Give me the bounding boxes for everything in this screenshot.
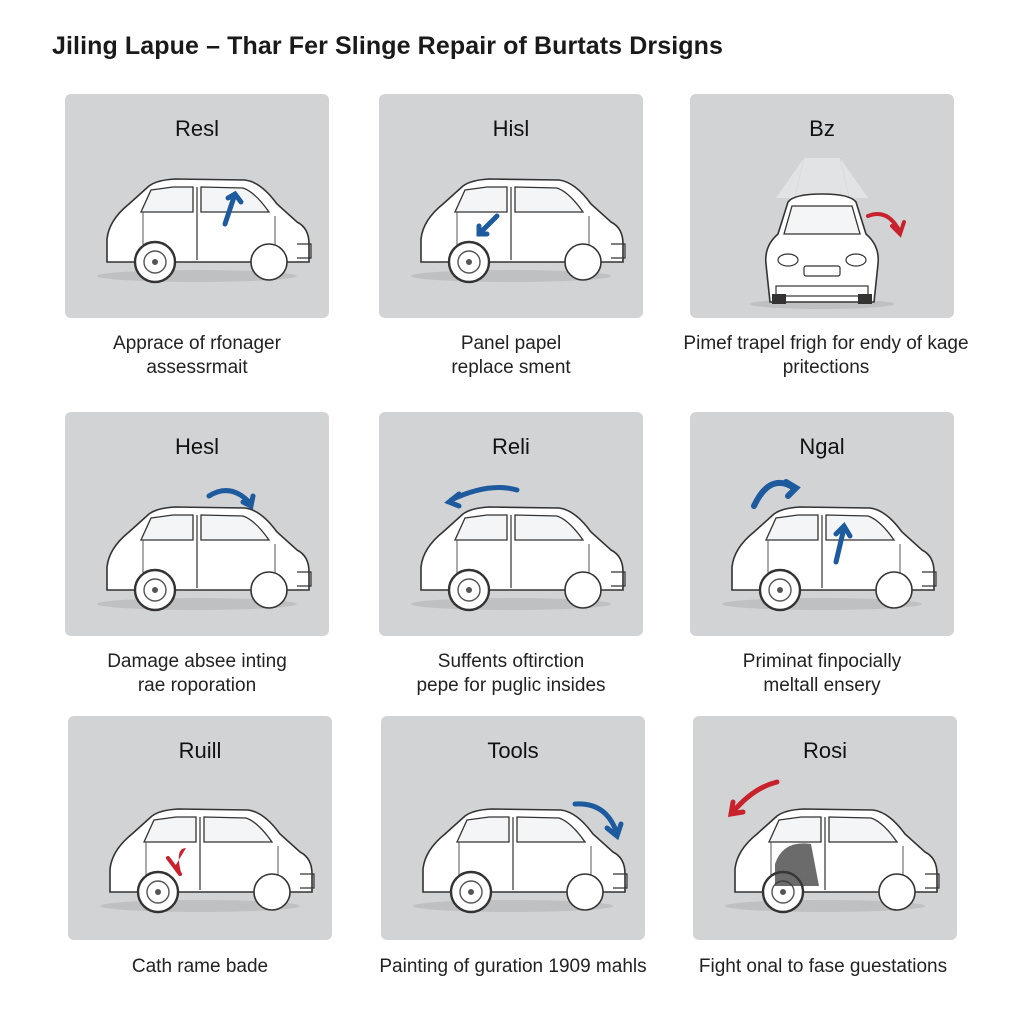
step-card-7: Ruill	[68, 716, 332, 940]
hatchback-side-car-icon	[95, 488, 313, 612]
hatchback-side-car-icon	[411, 801, 629, 914]
step-card-8: Tools	[381, 716, 645, 940]
hatchback-side-car-icon	[409, 485, 627, 612]
front-view-car-icon	[749, 157, 906, 310]
hatchback-side-car-icon	[720, 479, 938, 612]
step-card-label: Ngal	[799, 434, 845, 459]
step-card-label: Resl	[174, 116, 219, 141]
page-title: Jiling Lapue – Thar Fer Slinge Repair of…	[52, 32, 724, 60]
step-card-label: Hisl	[492, 116, 530, 141]
step-caption: Cath rame bade	[131, 956, 269, 977]
step-card-9: Rosi	[693, 716, 957, 940]
step-card-2: Hisl	[379, 94, 643, 318]
step-card-label: Bz	[809, 116, 835, 141]
hatchback-side-car-icon	[723, 779, 941, 914]
step-card-label: Tools	[487, 738, 539, 763]
step-caption: Painting of guration 1909 mahls	[379, 956, 647, 977]
hatchback-side-car-icon	[95, 177, 313, 284]
step-card-label: Hesl	[174, 434, 219, 459]
step-card-6: Ngal	[690, 412, 954, 636]
step-card-label: Rosi	[802, 738, 847, 763]
hatchback-side-car-icon	[98, 807, 316, 914]
step-card-label: Ruill	[178, 738, 222, 763]
step-card-1: Resl	[65, 94, 329, 318]
hatchback-side-car-icon	[409, 177, 627, 284]
step-card-label: Reli	[492, 434, 530, 459]
step-card-4: Hesl	[65, 412, 329, 636]
step-caption: Fight onal to fase guestations	[698, 956, 948, 977]
step-card-5: Reli	[379, 412, 643, 636]
step-card-3: Bz	[690, 94, 954, 318]
